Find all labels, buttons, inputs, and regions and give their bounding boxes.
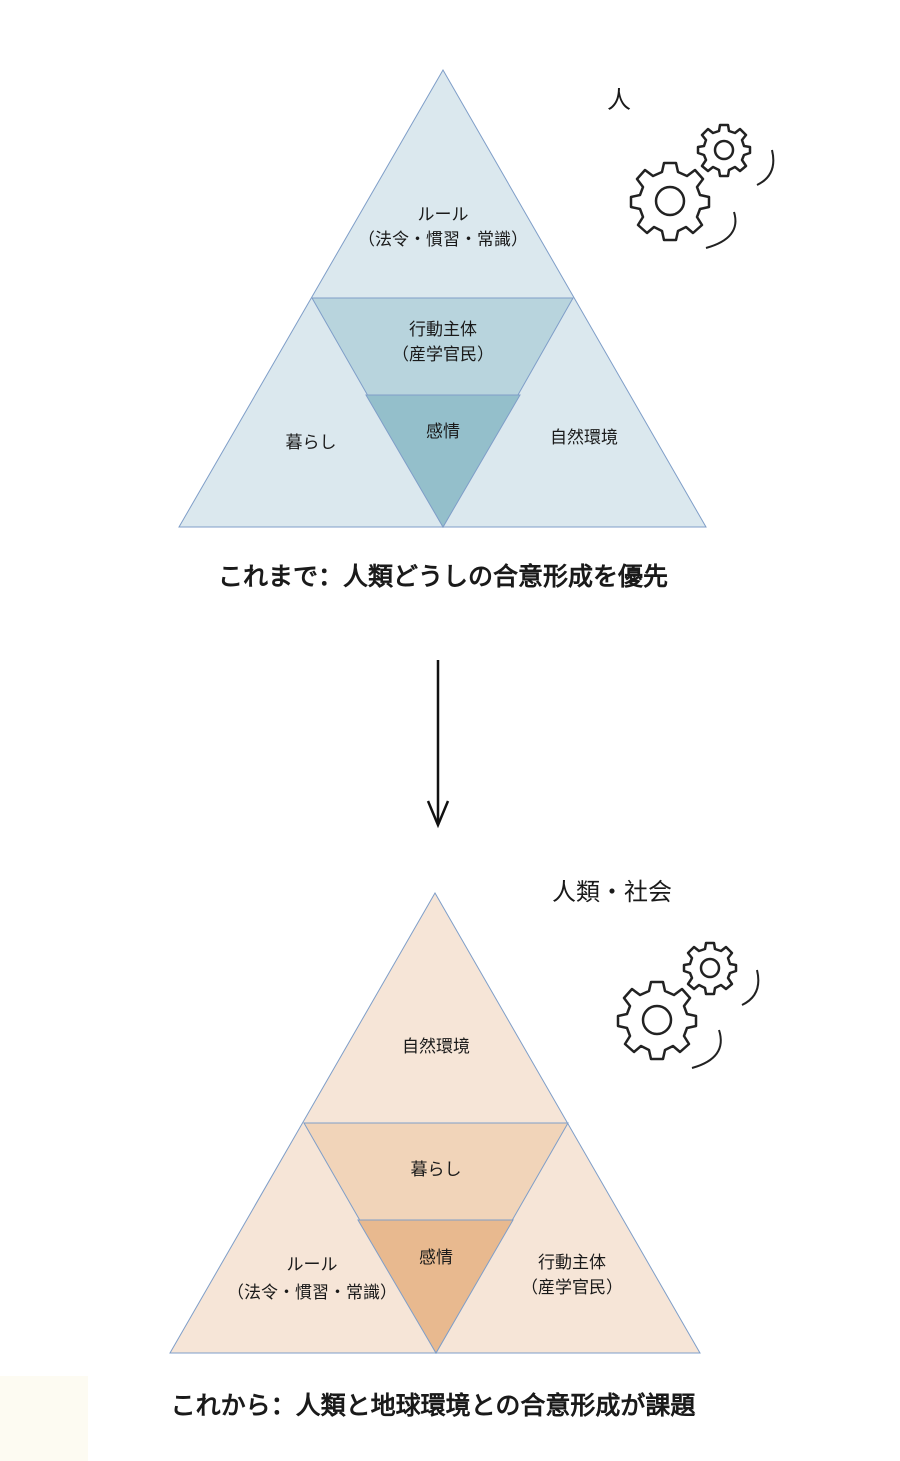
top-section-center: 感情 [426,422,460,442]
top-section-middle-line2: （産学官民） [392,345,494,365]
bottom-corner-label: 人類・社会 [552,878,672,906]
bottom-section-top: 自然環境 [402,1037,470,1057]
gear-icon [696,123,752,178]
bottom-section-left-line2: （法令・慣習・常識） [227,1283,397,1303]
motion-line-icon [705,211,737,249]
motion-line-icon [741,969,760,1006]
bottom-section-middle: 暮らし [411,1160,462,1180]
top-section-left: 暮らし [286,433,337,453]
top-center-triangle [365,394,521,528]
top-diagram: ルール （法令・慣習・常識） 行動主体 （産学官民） 感情 暮らし 自然環境 [178,68,707,529]
top-section-right: 自然環境 [550,428,618,448]
top-corner-label: 人 [607,86,631,114]
bottom-section-right-line1: 行動主体 [538,1253,606,1273]
top-gears [629,123,775,249]
corner-tint [0,1376,88,1461]
bottom-section-left-line1: ルール [287,1255,338,1275]
bottom-diagram: 自然環境 暮らし 感情 ルール （法令・慣習・常識） 行動主体 （産学官民） [169,891,701,1355]
gear-icon [616,980,698,1061]
bottom-center-triangle [357,1219,514,1354]
down-arrow-icon [426,660,450,829]
bottom-gears [616,941,760,1069]
bottom-caption: これから：人類と地球環境との合意形成が課題 [171,1391,697,1420]
bottom-section-center: 感情 [419,1248,453,1268]
bottom-section-right-line2: （産学官民） [521,1278,623,1298]
gear-icon [682,941,738,996]
motion-line-icon [691,1029,722,1069]
top-caption: これまで：人類どうしの合意形成を優先 [218,562,668,591]
motion-line-icon [756,149,775,186]
gear-icon [629,161,711,242]
top-section-top-line1: ルール [418,205,469,225]
top-section-top-line2: （法令・慣習・常識） [358,230,528,250]
top-section-middle-line1: 行動主体 [409,320,477,340]
